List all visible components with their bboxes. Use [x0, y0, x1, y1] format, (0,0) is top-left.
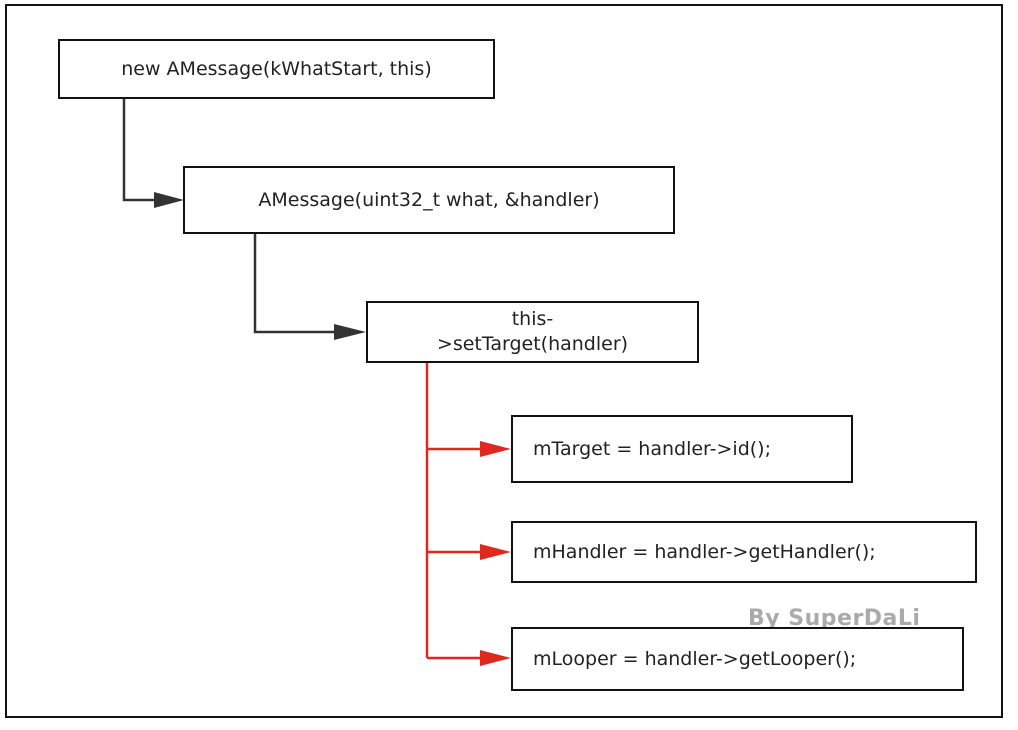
arrowhead-ctor-to-settarget	[334, 324, 366, 340]
node-new-amessage-label: new AMessage(kWhatStart, this)	[121, 57, 432, 80]
node-m-target: mTarget = handler->id();	[511, 415, 853, 483]
node-m-handler-label: mHandler = handler->getHandler();	[533, 540, 876, 563]
watermark-text: By SuperDaLi	[748, 606, 921, 631]
node-m-looper-label: mLooper = handler->getLooper();	[533, 647, 857, 670]
node-m-target-label: mTarget = handler->id();	[533, 437, 771, 460]
node-set-target-line1: this-	[511, 308, 554, 330]
node-set-target-line2: >setTarget(handler)	[436, 333, 629, 355]
node-amessage-ctor: AMessage(uint32_t what, &handler)	[183, 166, 675, 234]
node-m-handler: mHandler = handler->getHandler();	[511, 521, 977, 583]
node-set-target: this- >setTarget(handler)	[366, 301, 699, 363]
edge-new-to-ctor	[122, 98, 156, 202]
edge-ctor-to-settarget	[253, 233, 336, 334]
node-amessage-ctor-label: AMessage(uint32_t what, &handler)	[258, 188, 600, 211]
node-m-looper: mLooper = handler->getLooper();	[511, 627, 964, 691]
arrowhead-to-mtarget	[480, 441, 511, 457]
node-new-amessage: new AMessage(kWhatStart, this)	[58, 39, 495, 99]
arrowhead-to-mhandler	[480, 544, 511, 560]
arrowhead-new-to-ctor	[154, 192, 184, 208]
arrowhead-to-mlooper	[480, 650, 511, 666]
